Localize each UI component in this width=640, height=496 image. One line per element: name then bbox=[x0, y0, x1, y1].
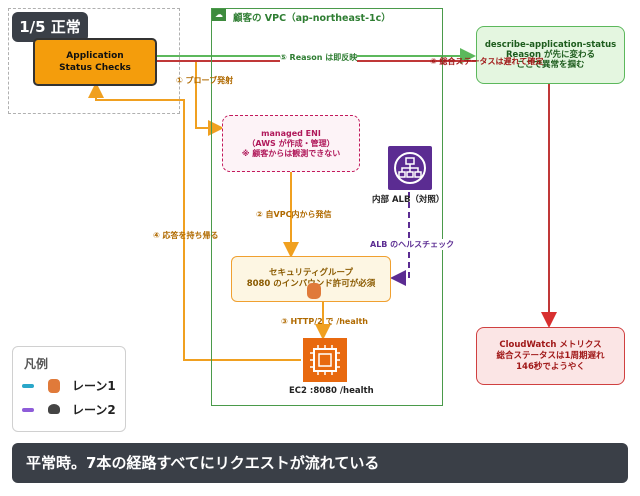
edge-label-from-vpc: ② 自VPC内から発信 bbox=[256, 210, 332, 219]
edge-label-overall: ⑥ 総合ステータスは遅れて確定 bbox=[430, 57, 544, 66]
alb-label: 内部 ALB（対照） bbox=[372, 195, 445, 205]
request-character-icon bbox=[307, 283, 321, 299]
eni-line3: ※ 顧客からは観測できない bbox=[241, 148, 341, 158]
edge-probe bbox=[195, 60, 224, 136]
edge-label-reason: ⑤ Reason は即反映 bbox=[280, 52, 358, 63]
app-box-line2: Status Checks bbox=[59, 63, 131, 73]
edge-label-http2: ③ HTTP/2 で /health bbox=[281, 317, 368, 326]
caption: 平常時。7本の経路すべてにリクエストが流れている bbox=[12, 443, 628, 483]
customer-vpc bbox=[211, 8, 443, 406]
managed-eni-node: managed ENI （AWS が作成・管理） ※ 顧客からは観測できない bbox=[222, 115, 360, 172]
vpc-icon: ☁ bbox=[212, 9, 226, 21]
eni-line1: managed ENI bbox=[261, 128, 321, 138]
cw-line3: 146秒でようやく bbox=[516, 361, 585, 372]
describe-line1: describe-application-status bbox=[484, 40, 617, 50]
describe-line2: Reason が先に変わる bbox=[506, 50, 595, 60]
edge-label-probe: ① プローブ発射 bbox=[176, 76, 234, 85]
external-region bbox=[8, 8, 180, 114]
lane2-swatch bbox=[22, 408, 34, 412]
lane1-character-icon bbox=[48, 379, 60, 393]
vpc-title: 顧客の VPC（ap-northeast-1c） bbox=[233, 13, 391, 24]
eni-line2: （AWS が作成・管理） bbox=[247, 138, 335, 148]
application-status-checks-node: Application Status Checks bbox=[33, 38, 157, 86]
ec2-instance-icon bbox=[303, 338, 347, 382]
edge-return bbox=[88, 82, 301, 361]
step-badge: 1/5 正常 bbox=[12, 12, 88, 42]
lane1-label: レーン1 bbox=[72, 379, 116, 393]
edge-label-alb-health: ALB のヘルスチェック bbox=[370, 239, 455, 250]
lane2-label: レーン2 bbox=[72, 403, 116, 417]
sg-line1: セキュリティグループ bbox=[269, 268, 353, 278]
describe-line3: ここで異常を掴む bbox=[516, 60, 585, 70]
edge-label-return: ④ 応答を持ち帰る bbox=[153, 231, 219, 240]
app-box-line1: Application bbox=[66, 51, 124, 61]
legend bbox=[12, 346, 126, 432]
cw-line1: CloudWatch メトリクス bbox=[499, 339, 602, 350]
edge-alb-health bbox=[390, 192, 410, 286]
lane2-character-icon bbox=[48, 404, 60, 414]
ec2-label: EC2 :8080 /health bbox=[289, 386, 374, 396]
describe-application-status-node: describe-application-status Reason が先に変わ… bbox=[476, 26, 625, 84]
cloudwatch-metrics-node: CloudWatch メトリクス 総合ステータスは1周期遅れ 146秒でようやく bbox=[476, 327, 625, 385]
cw-line2: 総合ステータスは1周期遅れ bbox=[496, 350, 605, 361]
load-balancer-icon bbox=[388, 146, 432, 190]
legend-title: 凡例 bbox=[24, 357, 49, 371]
lane1-swatch bbox=[22, 384, 34, 388]
